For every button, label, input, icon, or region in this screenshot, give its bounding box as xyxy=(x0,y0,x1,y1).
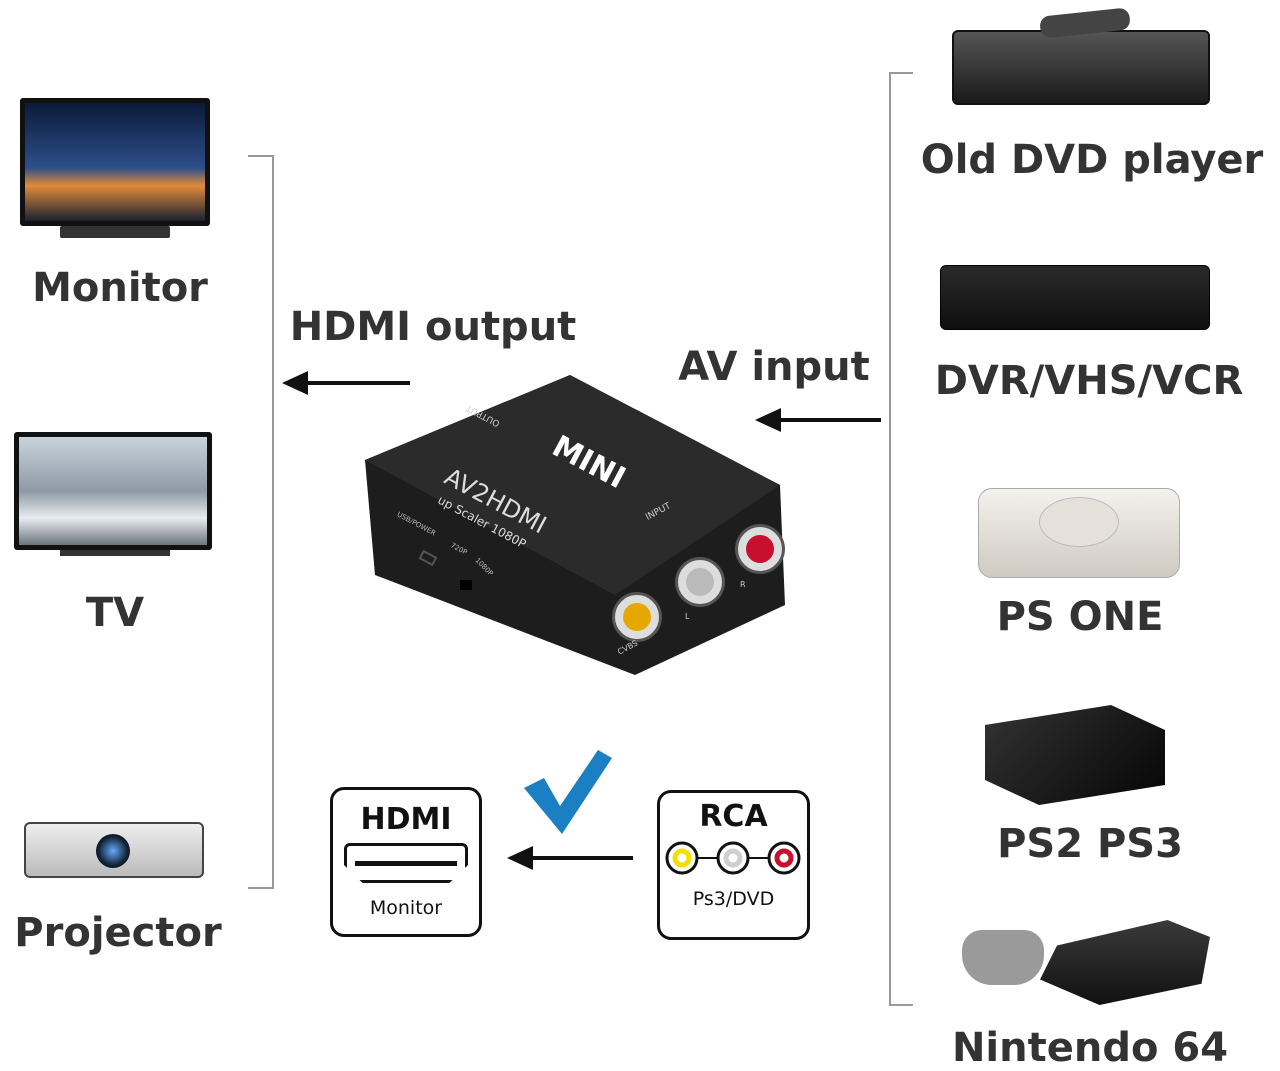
projector-image xyxy=(24,822,204,878)
av-input-label: AV input xyxy=(678,344,870,390)
label-nintendo-64: Nintendo 64 xyxy=(951,1025,1229,1071)
left-bracket xyxy=(272,155,274,889)
rca-connectors-icon xyxy=(665,841,801,875)
output-arrow xyxy=(282,371,410,395)
cvbs-jack xyxy=(615,595,659,639)
checkmark-icon xyxy=(524,750,612,834)
monitor-image xyxy=(20,98,210,226)
l-label: L xyxy=(685,612,690,621)
dvr-vcr-image xyxy=(940,265,1210,330)
n64-controller-image xyxy=(962,930,1044,985)
rca-box-caption: Ps3/DVD xyxy=(692,888,775,910)
label-ps2-ps3: PS2 PS3 xyxy=(997,821,1183,867)
left-bracket-top xyxy=(248,155,273,157)
ps-one-image xyxy=(978,488,1180,578)
right-audio-jack xyxy=(738,527,782,571)
label-monitor: Monitor xyxy=(32,265,208,311)
rca-to-hdmi-arrow xyxy=(507,846,633,870)
tv-stand xyxy=(60,550,170,556)
hdmi-port-icon xyxy=(344,843,468,883)
ps2-image xyxy=(985,705,1165,805)
right-bracket xyxy=(889,72,891,1006)
hdmi-box: HDMI Monitor xyxy=(330,787,482,937)
nintendo-64-image xyxy=(1040,920,1210,1005)
left-audio-jack xyxy=(678,560,722,604)
right-bracket-top xyxy=(889,72,913,74)
label-ps-one: PS ONE xyxy=(996,594,1164,640)
right-bracket-bottom xyxy=(889,1004,913,1006)
monitor-stand xyxy=(60,226,170,238)
label-projector: Projector xyxy=(14,910,222,956)
label-old-dvd-player: Old DVD player xyxy=(920,137,1264,183)
label-dvr-vhs-vcr: DVR/VHS/VCR xyxy=(934,358,1244,404)
left-bracket-bottom xyxy=(248,887,273,889)
rca-box: RCA Ps3/DVD xyxy=(657,790,810,940)
tv-image xyxy=(14,432,212,550)
r-label: R xyxy=(740,580,746,589)
hdmi-output-label: HDMI output xyxy=(289,304,577,350)
converter-device: MINI OUTPUT AV2HDMI up Scaler 1080P INPU… xyxy=(365,375,785,675)
resolution-switch xyxy=(460,580,472,590)
label-tv: TV xyxy=(85,590,145,636)
hdmi-box-title: HDMI xyxy=(360,802,452,837)
dvd-player-image xyxy=(952,30,1210,105)
input-arrow xyxy=(755,408,881,432)
rca-box-title: RCA xyxy=(699,799,768,834)
hdmi-box-caption: Monitor xyxy=(369,897,443,919)
